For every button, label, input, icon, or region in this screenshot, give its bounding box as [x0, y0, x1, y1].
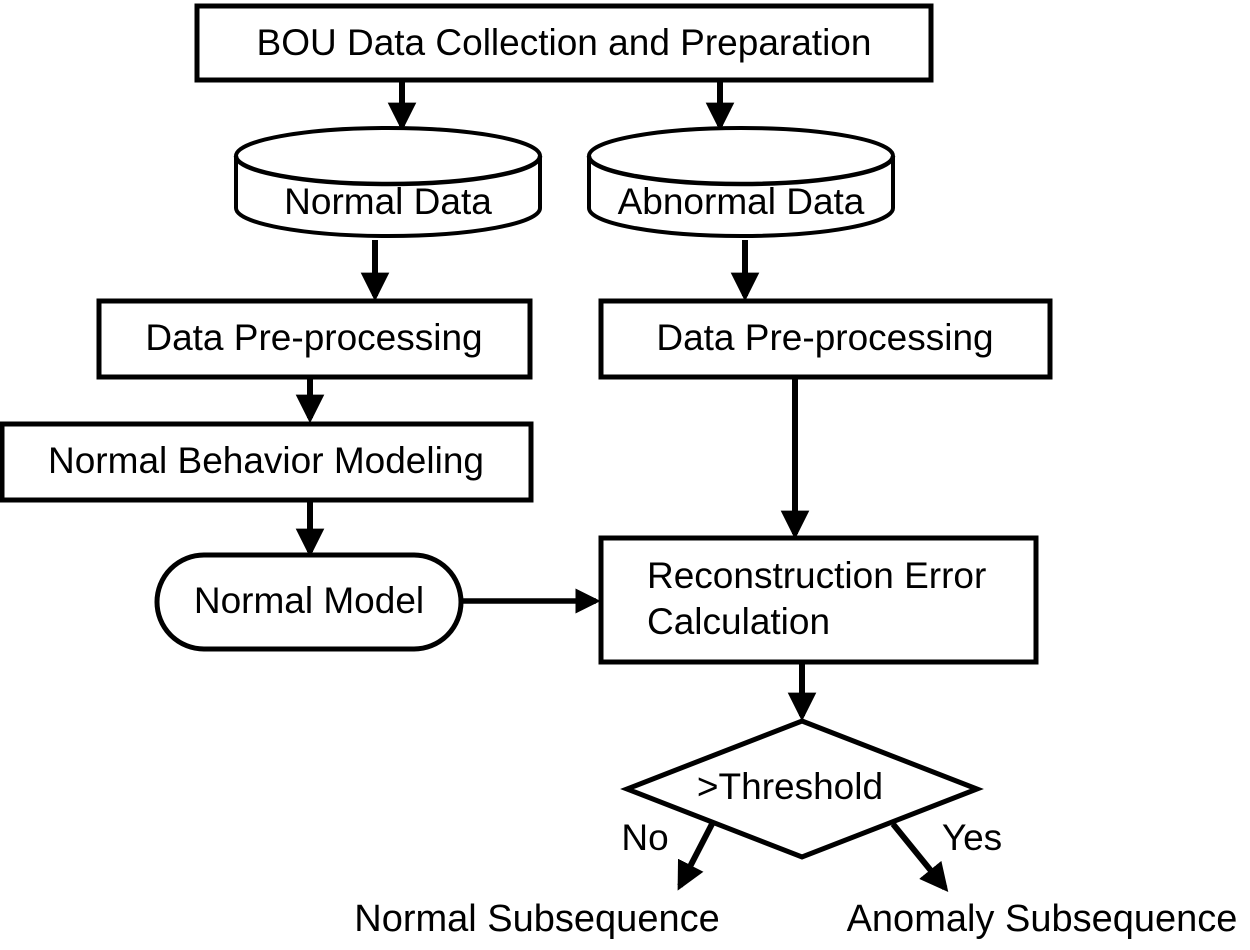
- node-reconstruction-error-box: [598, 535, 1039, 665]
- node-data-collection-box: [194, 3, 934, 83]
- node-normal-model-label: Normal Model: [194, 580, 424, 621]
- node-anomaly-subsequence-label: Anomaly Subsequence: [847, 898, 1238, 940]
- node-reconstruction-error-label-line1: Reconstruction Error: [647, 555, 986, 596]
- node-normal-behavior-modeling-box: [0, 421, 534, 503]
- node-preprocess-left-box: [96, 298, 533, 380]
- node-abnormal-data-top-ellipse: [586, 155, 896, 187]
- node-normal-data-top-ellipse: [233, 155, 543, 187]
- node-normal-model[interactable]: Normal Model: [154, 552, 464, 652]
- node-threshold-decision[interactable]: >Threshold: [620, 718, 984, 860]
- node-data-collection[interactable]: BOU Data Collection and Preparation: [194, 3, 934, 83]
- edge-label-no: No: [621, 817, 668, 858]
- node-normal-behavior-modeling[interactable]: Normal Behavior Modeling: [0, 421, 534, 503]
- edge-label-yes: Yes: [942, 817, 1002, 858]
- node-preprocess-right-label: Data Pre-processing: [656, 317, 993, 358]
- node-abnormal-data-label: Abnormal Data: [618, 181, 865, 222]
- node-preprocess-right-box: [598, 298, 1053, 380]
- edge-threshold-yes: [890, 822, 949, 893]
- node-normal-behavior-modeling-label: Normal Behavior Modeling: [48, 440, 484, 481]
- node-normal-subsequence-label: Normal Subsequence: [354, 898, 719, 940]
- node-abnormal-data[interactable]: Abnormal Data: [586, 126, 896, 238]
- node-preprocess-right[interactable]: Data Pre-processing: [598, 298, 1053, 380]
- node-preprocess-left[interactable]: Data Pre-processing: [96, 298, 533, 380]
- node-data-collection-label: BOU Data Collection and Preparation: [257, 22, 872, 63]
- node-normal-data-label: Normal Data: [284, 181, 492, 222]
- node-threshold-decision-label: >Threshold: [697, 766, 883, 807]
- node-reconstruction-error-label-line2: Calculation: [647, 601, 830, 642]
- node-reconstruction-error[interactable]: Reconstruction Error Calculation: [598, 535, 1039, 665]
- node-threshold-decision-diamond: [620, 718, 984, 860]
- node-preprocess-left-label: Data Pre-processing: [145, 317, 482, 358]
- node-normal-data[interactable]: Normal Data: [233, 126, 543, 238]
- edge-threshold-no: [677, 822, 715, 891]
